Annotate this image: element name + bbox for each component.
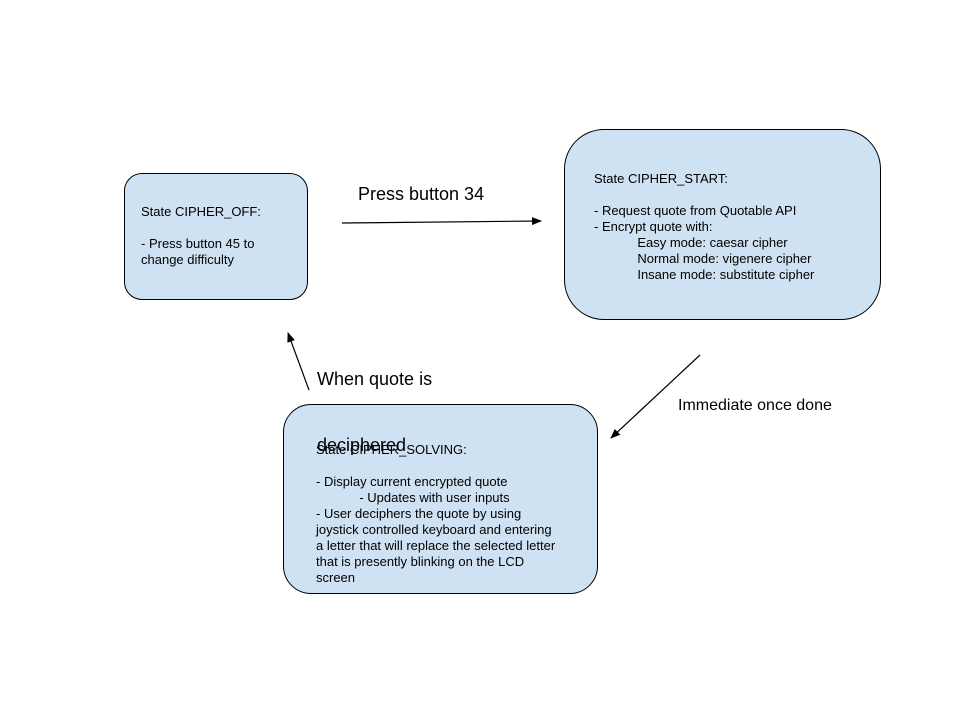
transition-label-line: deciphered <box>317 435 407 455</box>
state-cipher-off: State CIPHER_OFF: - Press button 45 to c… <box>124 173 308 300</box>
transition-label-press-button: Press button 34 <box>358 184 485 204</box>
state-text-line: screen <box>316 570 356 585</box>
state-cipher-off-title: State CIPHER_OFF: <box>141 204 261 219</box>
arrow-off-to-start <box>341 217 542 226</box>
state-text-line: a letter that will replace the selected … <box>316 538 556 553</box>
state-cipher-start-title: State CIPHER_START: <box>594 171 728 186</box>
state-text-line: joystick controlled keyboard and enterin… <box>316 522 552 537</box>
state-text-line: - Encrypt quote with: <box>594 219 713 234</box>
arrow-solving-to-off <box>287 332 310 391</box>
state-cipher-solving: State CIPHER_SOLVING: - Display current … <box>283 404 598 594</box>
state-text-line: Normal mode: vigenere cipher <box>594 251 812 266</box>
state-text-line: Easy mode: caesar cipher <box>594 235 788 250</box>
state-text-line: - Display current encrypted quote <box>316 474 508 489</box>
state-text-line: - User deciphers the quote by using <box>316 506 522 521</box>
state-text-line: that is presently blinking on the LCD <box>316 554 525 569</box>
state-text-line: - Press button 45 to <box>141 236 255 251</box>
arrow-start-to-solving <box>610 354 701 439</box>
state-text-line: - Request quote from Quotable API <box>594 203 797 218</box>
transition-label-line: When quote is <box>317 369 433 389</box>
state-text-line: - Updates with user inputs <box>316 490 510 505</box>
state-cipher-start: State CIPHER_START: - Request quote from… <box>564 129 881 320</box>
transition-label-when-deciphered: When quote is deciphered <box>317 324 432 478</box>
state-text-line: Insane mode: substitute cipher <box>594 267 815 282</box>
state-cipher-solving-title: State CIPHER_SOLVING: <box>316 442 467 457</box>
state-text-line <box>141 220 307 236</box>
state-text-line <box>594 187 880 203</box>
transition-label-immediate: Immediate once done <box>678 397 832 414</box>
state-text-line: change difficulty <box>141 252 234 267</box>
